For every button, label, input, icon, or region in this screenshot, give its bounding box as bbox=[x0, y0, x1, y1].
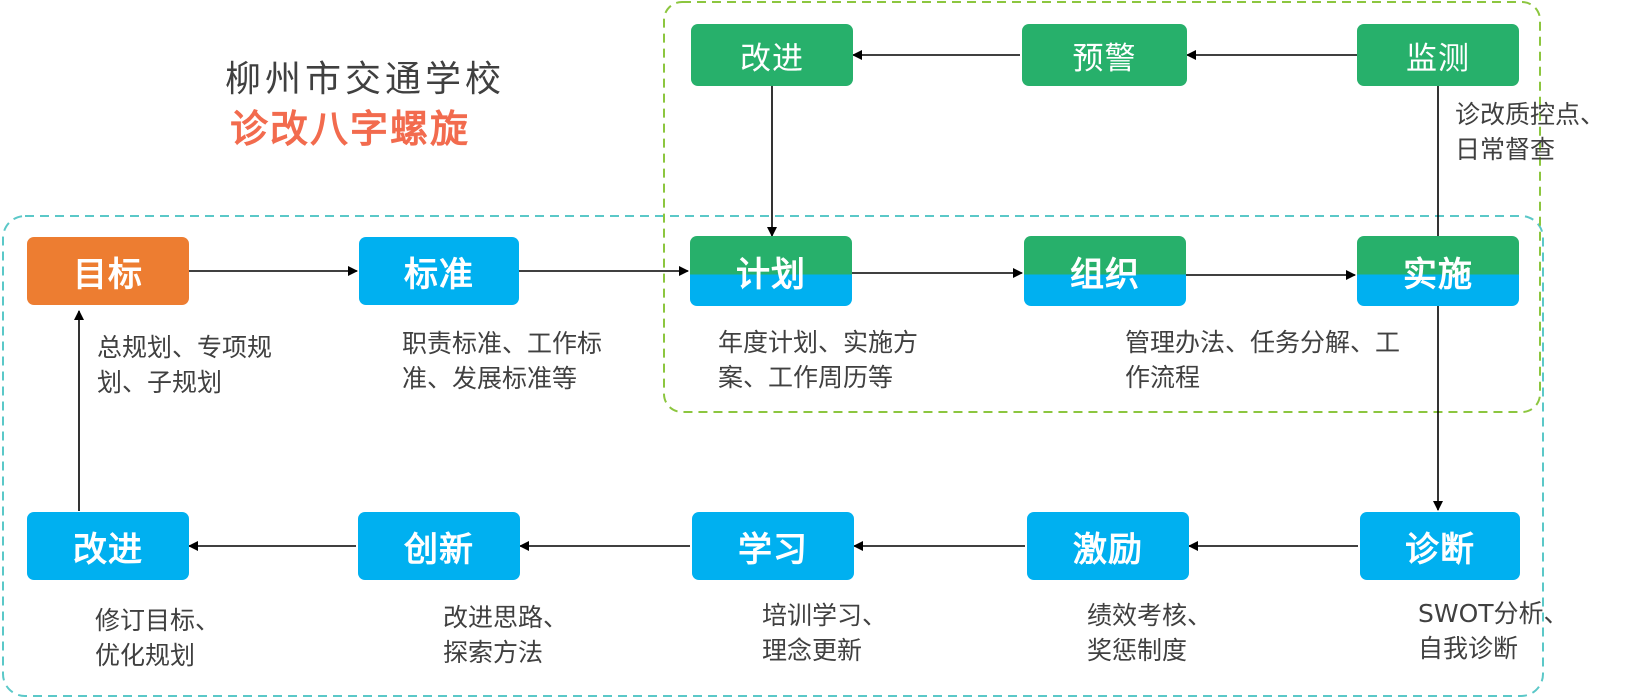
node-monitor: 监测 bbox=[1357, 24, 1519, 86]
desc-diagnose: SWOT分析、自我诊断 bbox=[1418, 599, 1569, 663]
desc-incentive: 绩效考核、奖惩制度 bbox=[1087, 601, 1213, 665]
desc-goal: 总规划、专项规划、子规划 bbox=[97, 333, 273, 397]
node-standard: 标准 bbox=[359, 237, 519, 305]
node-innovation: 创新 bbox=[358, 512, 520, 580]
big-loop-outline bbox=[2, 215, 1544, 697]
node-implement: 实施 bbox=[1357, 236, 1519, 306]
node-incentive: 激励 bbox=[1027, 512, 1189, 580]
desc-innovation: 改进思路、探索方法 bbox=[443, 603, 569, 667]
node-improve-top: 改进 bbox=[691, 24, 853, 86]
node-organize: 组织 bbox=[1024, 236, 1186, 306]
school-title: 柳州市交通学校 bbox=[224, 59, 505, 100]
node-goal: 目标 bbox=[27, 237, 189, 305]
desc-standard: 职责标准、工作标准、发展标准等 bbox=[402, 329, 603, 393]
desc-plan: 年度计划、实施方案、工作周历等 bbox=[718, 328, 919, 392]
node-plan: 计划 bbox=[690, 236, 852, 306]
desc-learning: 培训学习、理念更新 bbox=[762, 601, 888, 665]
node-improve: 改进 bbox=[27, 512, 189, 580]
small-loop-outline bbox=[663, 1, 1541, 413]
node-learning: 学习 bbox=[692, 512, 854, 580]
node-warning: 预警 bbox=[1022, 24, 1187, 86]
diagram-title: 诊改八字螺旋 bbox=[229, 107, 470, 151]
desc-monitor: 诊改质控点、日常督查 bbox=[1455, 100, 1606, 164]
desc-improve: 修订目标、优化规划 bbox=[95, 606, 221, 670]
node-diagnose: 诊断 bbox=[1360, 512, 1520, 580]
desc-organize: 管理办法、任务分解、工作流程 bbox=[1125, 328, 1401, 392]
